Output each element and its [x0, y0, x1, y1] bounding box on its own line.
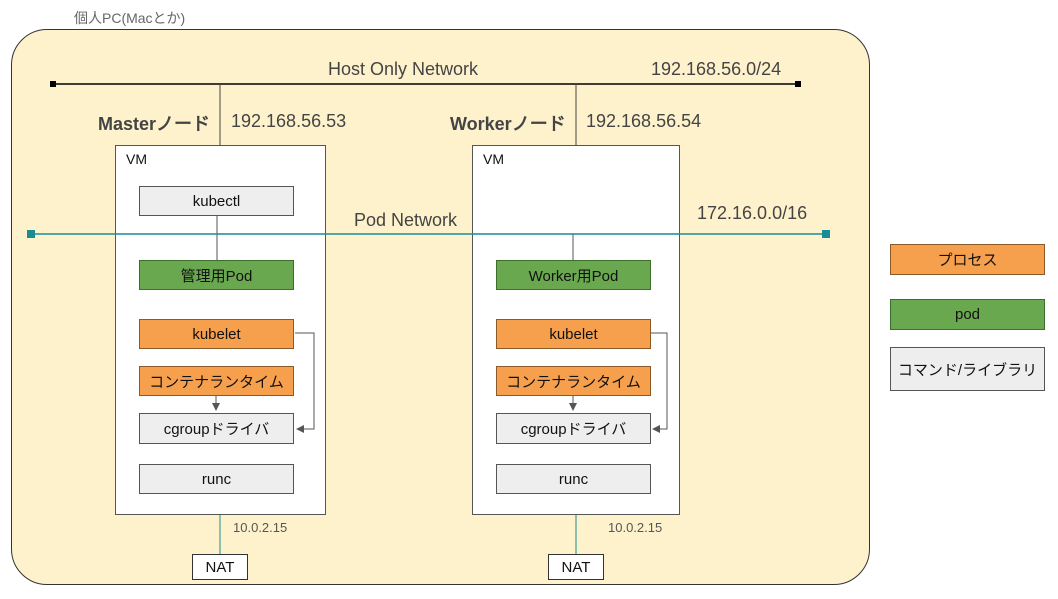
- legend-command: コマンド/ライブラリ: [890, 347, 1045, 391]
- worker-nat: NAT: [548, 554, 604, 580]
- master-ip: 192.168.56.53: [231, 111, 347, 131]
- worker-runtime: コンテナランタイム: [496, 366, 651, 396]
- pod-network-end-left: [27, 230, 35, 238]
- master-vm-label: VM: [126, 151, 147, 167]
- host-network-cidr: 192.168.56.0/24: [651, 59, 782, 79]
- pod-network-label: Pod Network: [354, 210, 458, 230]
- master-nat: NAT: [192, 554, 248, 580]
- worker-vm-label: VM: [483, 151, 504, 167]
- worker-title-bold: Worker: [450, 114, 512, 134]
- legend-process: プロセス: [890, 244, 1045, 275]
- master-kubelet-cgroup-arrow: [295, 332, 315, 433]
- host-network-label: Host Only Network: [328, 59, 479, 79]
- master-nat-ip: 10.0.2.15: [233, 520, 288, 535]
- host-network-end-left: [50, 81, 56, 87]
- pod-network-cidr: 172.16.0.0/16: [697, 203, 808, 223]
- master-title-rest: ノード: [156, 114, 211, 134]
- worker-title-rest: ノード: [511, 114, 566, 134]
- worker-kubelet: kubelet: [496, 319, 651, 349]
- host-network-end-right: [795, 81, 801, 87]
- worker-pod: Worker用Pod: [496, 260, 651, 290]
- worker-nat-ip: 10.0.2.15: [608, 520, 663, 535]
- worker-kubelet-cgroup-arrow: [651, 332, 668, 433]
- master-pod: 管理用Pod: [139, 260, 294, 290]
- master-kubectl: kubectl: [139, 186, 294, 216]
- master-runtime: コンテナランタイム: [139, 366, 294, 396]
- master-cgroup: cgroupドライバ: [139, 413, 294, 444]
- worker-cgroup: cgroupドライバ: [496, 413, 651, 444]
- master-title-bold: Master: [98, 114, 157, 134]
- worker-runc: runc: [496, 464, 651, 494]
- master-runc: runc: [139, 464, 294, 494]
- worker-node-title: Workerノード: [450, 110, 566, 136]
- pod-network-end-right: [822, 230, 830, 238]
- pc-label: 個人PC(Macとか): [74, 10, 186, 26]
- worker-ip: 192.168.56.54: [586, 111, 702, 131]
- master-node-title: Masterノード: [98, 110, 210, 136]
- master-kubelet: kubelet: [139, 319, 294, 349]
- legend-pod: pod: [890, 299, 1045, 330]
